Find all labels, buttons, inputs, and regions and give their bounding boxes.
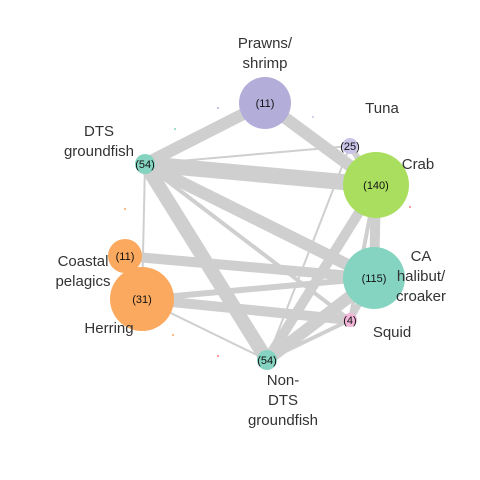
edge-dts-squid (143, 162, 352, 322)
node-label-line: Tuna (365, 100, 399, 117)
stray-dot (172, 334, 174, 336)
node-label-line: Coastal (58, 253, 109, 270)
stray-dot (409, 206, 411, 208)
node-count-crab: (140) (363, 180, 389, 192)
node-label-line: Non- (267, 372, 300, 389)
node-non_dts[interactable] (257, 350, 277, 370)
node-label-line: Crab (402, 156, 435, 173)
node-count-squid: (4) (343, 315, 356, 327)
node-label-line: Squid (373, 324, 411, 341)
node-label-line: Prawns/ (238, 35, 293, 52)
node-herring[interactable] (110, 267, 174, 331)
node-label-squid: Squid (373, 324, 411, 341)
node-count-coastal: (11) (116, 251, 135, 263)
node-label-dts: DTS groundfish (64, 123, 134, 160)
node-label-line: groundfish (248, 412, 318, 429)
node-count-dts: (54) (135, 159, 155, 171)
node-count-prawns: (11) (256, 98, 275, 110)
node-label-line: Herring (84, 320, 133, 337)
node-label-crab: Crab (402, 156, 435, 173)
edge-dts-crab (144, 156, 377, 193)
edge-dts-ca_halibut (142, 158, 377, 284)
node-squid[interactable] (343, 313, 357, 327)
node-label-line: shrimp (242, 55, 287, 72)
edge-dts-tuna (144, 145, 351, 165)
node-tuna[interactable] (342, 138, 358, 154)
stray-dot (124, 208, 126, 210)
node-label-coastal: Coastal pelagics (55, 253, 110, 290)
node-count-herring: (31) (132, 294, 152, 306)
node-label-line: croaker (396, 288, 446, 305)
node-ca_halibut[interactable] (343, 247, 405, 309)
stray-dot (411, 293, 413, 295)
node-layer (108, 77, 409, 370)
node-crab[interactable] (343, 152, 409, 218)
node-prawns[interactable] (239, 77, 291, 129)
node-count-non_dts: (54) (257, 355, 277, 367)
node-count-ca_halibut: (115) (362, 273, 387, 285)
edge-tuna-non_dts (266, 145, 351, 361)
node-label-line: pelagics (55, 273, 110, 290)
edge-ca_halibut-coastal (124, 251, 375, 283)
edge-non_dts-squid (266, 318, 351, 362)
stray-dot (217, 355, 219, 357)
stray-dot-layer (124, 107, 413, 357)
stray-dot (174, 128, 176, 130)
node-count-tuna: (25) (340, 141, 360, 153)
node-dts[interactable] (135, 154, 155, 174)
node-label-prawns: Prawns/shrimp (238, 35, 293, 72)
node-label-tuna: Tuna (365, 100, 399, 117)
label-layer: (11) Prawns/shrimp (25) Tuna (140) Crab (115) C… (55, 35, 446, 429)
node-label-line: CA (411, 248, 432, 265)
stray-dot (217, 107, 219, 109)
node-label-line: DTS (84, 123, 114, 140)
stray-dot (312, 116, 314, 118)
node-label-line: DTS (268, 392, 298, 409)
node-label-non_dts: Non- DTS groundfish (248, 372, 318, 429)
node-coastal[interactable] (108, 239, 142, 273)
node-label-ca_halibut: CA halibut/croaker (396, 248, 446, 305)
edge-herring-squid (141, 294, 351, 325)
edge-ca_halibut-herring (141, 275, 375, 302)
node-label-herring: Herring (84, 320, 133, 337)
node-label-line: halibut/ (397, 268, 446, 285)
node-label-line: groundfish (64, 143, 134, 160)
